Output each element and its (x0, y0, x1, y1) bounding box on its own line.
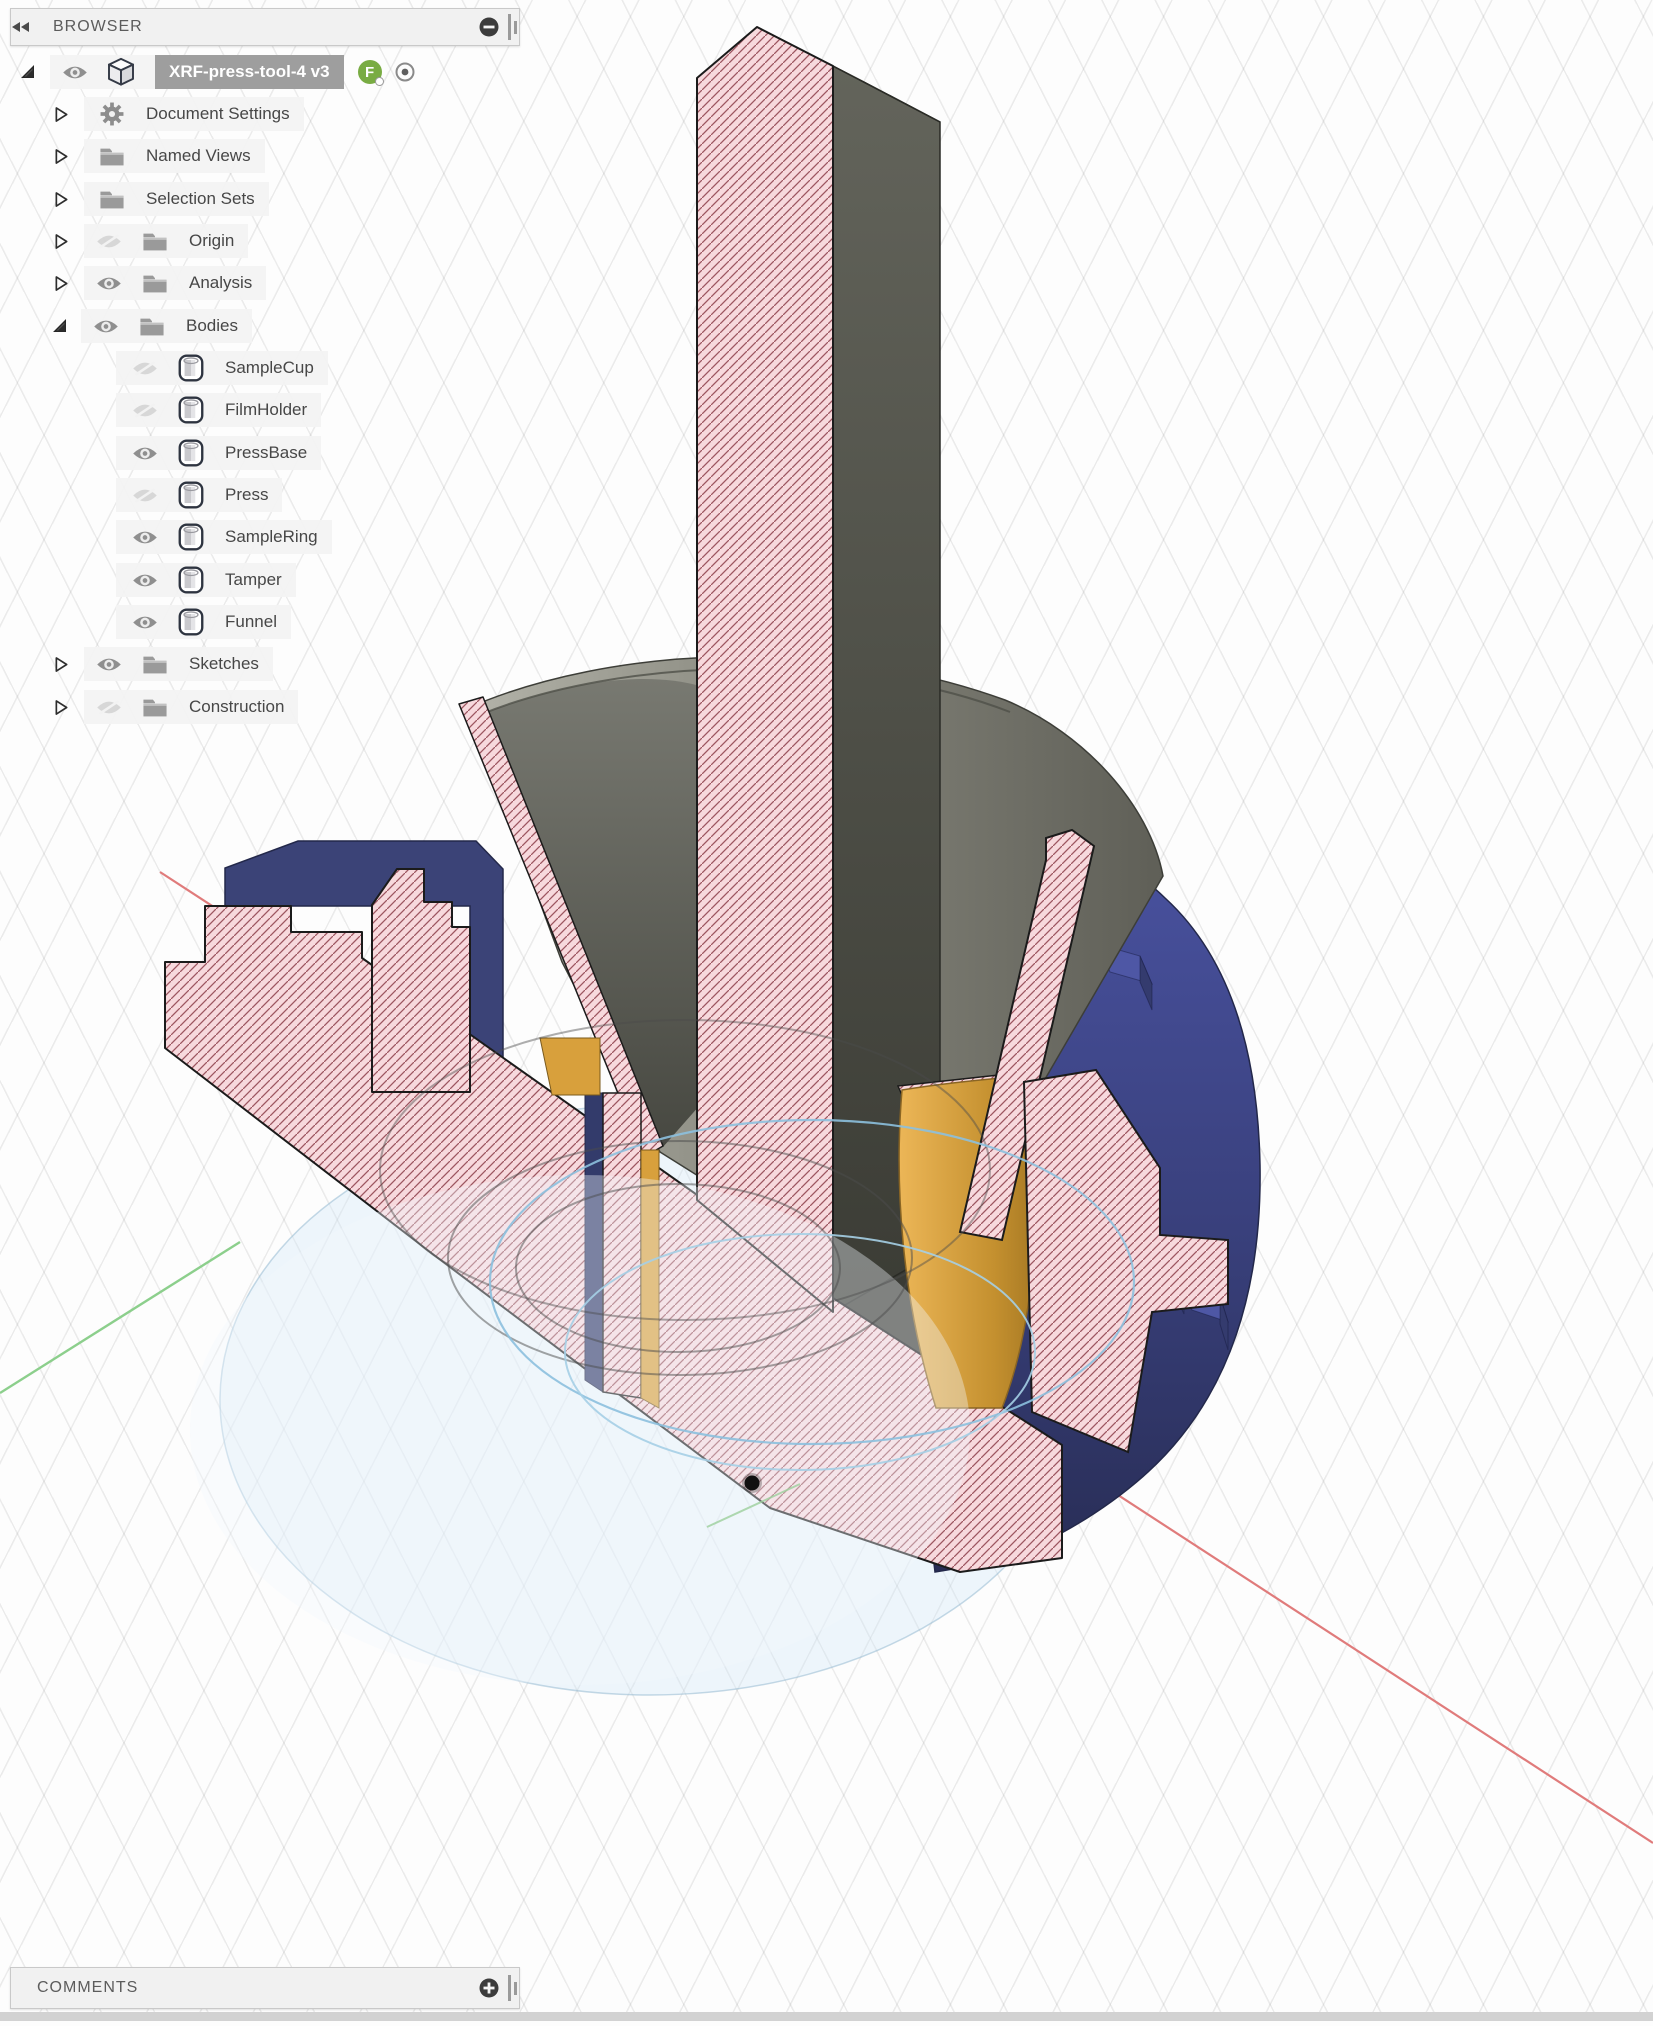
tree-item-label: SampleCup (225, 358, 314, 377)
cylinder-body-icon (171, 607, 211, 637)
visibility-eye-icon[interactable] (89, 319, 123, 334)
tree-item-label: Tamper (225, 570, 282, 589)
cylinder-body-icon (171, 438, 211, 468)
folder-icon (135, 654, 175, 675)
folder-icon (135, 231, 175, 252)
tree-item-label: Selection Sets (146, 189, 255, 208)
visibility-eye-icon[interactable] (58, 65, 92, 80)
add-comment-icon[interactable] (478, 1977, 500, 1999)
fusion-file-badge: F (357, 60, 384, 86)
tree-item-named-views[interactable]: Named Views (0, 139, 265, 173)
panel-resize-handle[interactable] (508, 1975, 517, 2001)
cylinder-body-icon (171, 565, 211, 595)
expand-arrow-icon[interactable] (54, 148, 69, 165)
tree-item-selection-sets[interactable]: Selection Sets (0, 182, 269, 216)
folder-icon (135, 697, 175, 718)
tree-item-label: Funnel (225, 612, 277, 631)
tree-item-label: Origin (189, 231, 235, 250)
expand-arrow-icon[interactable] (52, 318, 68, 334)
visibility-eye-off-icon[interactable] (128, 402, 162, 418)
comments-panel-header[interactable]: COMMENTS (10, 1967, 520, 2009)
expand-arrow-icon[interactable] (54, 191, 69, 208)
visibility-eye-off-icon[interactable] (92, 233, 126, 249)
tree-item-label: SampleRing (225, 527, 318, 546)
visibility-eye-icon[interactable] (92, 276, 126, 291)
expand-arrow-icon[interactable] (54, 275, 69, 292)
folder-icon (92, 189, 132, 210)
tree-item-press[interactable]: Press (0, 478, 283, 512)
visibility-eye-icon[interactable] (128, 446, 162, 461)
badge-subdot (374, 77, 384, 86)
tree-item-label: Sketches (189, 654, 259, 673)
tree-item-label: Document Settings (146, 104, 290, 123)
cylinder-body-icon (171, 522, 211, 552)
component-cube-icon (101, 56, 141, 88)
tree-item-samplecup[interactable]: SampleCup (0, 351, 328, 385)
tree-item-construction[interactable]: Construction (0, 690, 299, 724)
expand-arrow-icon[interactable] (54, 106, 69, 123)
folder-icon (135, 273, 175, 294)
tree-item-origin[interactable]: Origin (0, 224, 249, 258)
folder-icon (132, 316, 172, 337)
visibility-eye-off-icon[interactable] (92, 699, 126, 715)
browser-panel-header[interactable]: BROWSER (10, 8, 520, 46)
gear-icon (92, 102, 132, 126)
visibility-eye-icon[interactable] (128, 615, 162, 630)
tree-item-filmholder[interactable]: FilmHolder (0, 393, 322, 427)
tree-item-tamper[interactable]: Tamper (0, 563, 296, 597)
cylinder-body-icon (171, 353, 211, 383)
browser-panel-title: BROWSER (53, 18, 143, 35)
visibility-eye-icon[interactable] (92, 657, 126, 672)
sketch-circle-inner (564, 1233, 1036, 1471)
tree-item-label: Bodies (186, 316, 238, 335)
expand-arrow-icon[interactable] (54, 699, 69, 716)
activate-component-radio[interactable] (394, 61, 416, 83)
tree-item-samplering[interactable]: SampleRing (0, 520, 332, 554)
sample-ring-body[interactable] (896, 828, 1229, 1454)
tree-item-root[interactable]: XRF-press-tool-4 v3 F (0, 55, 416, 89)
tree-item-label: FilmHolder (225, 400, 308, 419)
visibility-eye-icon[interactable] (128, 530, 162, 545)
inner-sleeve-sections[interactable] (539, 1037, 660, 1409)
comments-panel-title: COMMENTS (37, 1979, 139, 1996)
ground-plane-haze (190, 1175, 970, 1685)
collapse-panel-icon[interactable] (11, 21, 31, 33)
tree-item-bodies[interactable]: Bodies (0, 309, 252, 343)
sketch-overlays[interactable] (379, 1019, 1136, 1528)
tree-item-analysis[interactable]: Analysis (0, 266, 267, 300)
sketch-circle-outer (488, 1118, 1136, 1446)
root-component-label[interactable]: XRF-press-tool-4 v3 (155, 55, 344, 89)
tree-item-sketches[interactable]: Sketches (0, 647, 273, 681)
panel-resize-handle[interactable] (508, 14, 517, 40)
tree-item-label: Press (225, 485, 269, 504)
tree-item-funnel[interactable]: Funnel (0, 605, 291, 639)
window-bottom-edge (0, 2012, 1653, 2021)
tree-item-label: PressBase (225, 443, 308, 462)
folder-icon (92, 146, 132, 167)
expand-arrow-icon[interactable] (54, 656, 69, 673)
minimize-panel-icon[interactable] (478, 16, 500, 38)
expand-arrow-icon[interactable] (54, 233, 69, 250)
cylinder-body-icon (171, 395, 211, 425)
expand-arrow-icon[interactable] (20, 64, 36, 80)
visibility-eye-off-icon[interactable] (128, 487, 162, 503)
visibility-eye-off-icon[interactable] (128, 360, 162, 376)
visibility-eye-icon[interactable] (128, 573, 162, 588)
tree-item-label: Named Views (146, 146, 251, 165)
tree-item-pressbase[interactable]: PressBase (0, 436, 322, 470)
cylinder-body-icon (171, 480, 211, 510)
tree-item-document-settings[interactable]: Document Settings (0, 97, 304, 131)
tree-item-label: Construction (189, 697, 285, 716)
tree-item-label: Analysis (189, 273, 253, 292)
